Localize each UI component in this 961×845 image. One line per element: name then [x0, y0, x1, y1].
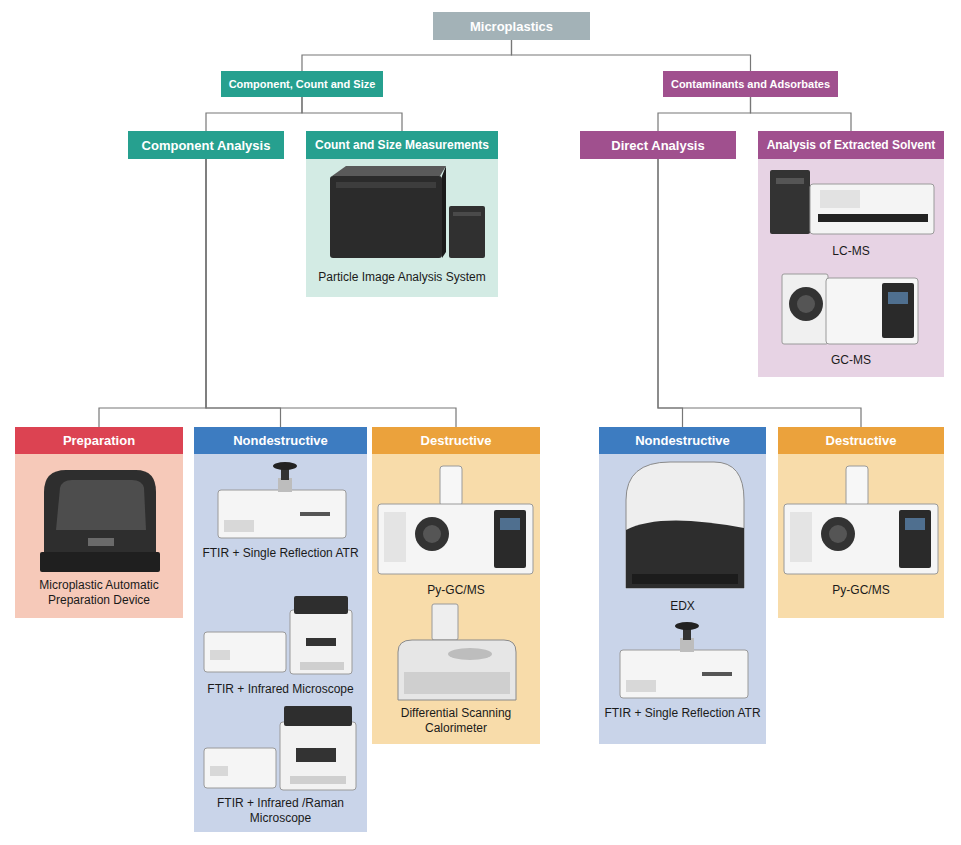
- instrument-name: LC-MS: [758, 244, 944, 259]
- panel-heading: Nondestructive: [599, 427, 766, 454]
- panel-heading: Analysis of Extracted Solvent: [758, 131, 944, 159]
- ftir-raman-microscope-illustration: [204, 706, 356, 790]
- instrument-name: FTIR + Infrared Microscope: [194, 682, 367, 697]
- instrument-name: Py-GC/MS: [778, 583, 944, 598]
- panel-heading: Destructive: [778, 427, 944, 454]
- ftir-atr-illustration: [218, 462, 346, 538]
- instrument-panel: DestructivePy-GC/MS Differential Scanning…: [372, 427, 540, 744]
- method-box: Component Analysis: [128, 131, 284, 159]
- ftir-ir-microscope-illustration: [204, 596, 352, 674]
- panel-heading: Nondestructive: [194, 427, 367, 454]
- tree-connector: [751, 97, 852, 131]
- method-box: Direct Analysis: [580, 131, 736, 159]
- edx-illustration: [626, 462, 744, 588]
- tree-connector: [512, 40, 751, 71]
- panel-heading: Preparation: [15, 427, 183, 454]
- box-label: Component, Count and Size: [229, 78, 376, 90]
- tree-connector: [658, 159, 683, 427]
- root-box: Microplastics: [433, 12, 590, 40]
- category-box: Component, Count and Size: [221, 71, 384, 97]
- tree-connector: [302, 40, 512, 71]
- lc-ms-illustration: [770, 170, 934, 234]
- tree-connector: [206, 97, 302, 131]
- particle-analyzer-illustration: [330, 166, 485, 258]
- instrument-name: Particle Image Analysis System: [306, 270, 498, 285]
- py-gc-ms-illustration: [378, 466, 533, 574]
- py-gc-ms-illustration: [784, 466, 938, 574]
- box-label: Microplastics: [470, 19, 553, 34]
- instrument-panel: Analysis of Extracted SolventLC-MS GC-MS: [758, 131, 944, 377]
- instrument-panel: PreparationMicroplastic Automatic Prepar…: [15, 427, 183, 618]
- instrument-name: FTIR + Single Reflection ATR: [599, 706, 766, 721]
- box-label: Direct Analysis: [611, 138, 704, 153]
- tree-connector: [99, 159, 206, 427]
- dsc-illustration: [398, 604, 516, 700]
- instrument-panel: Count and Size MeasurementsParticle Imag…: [306, 131, 498, 297]
- box-label: Component Analysis: [142, 138, 271, 153]
- panel-heading: Destructive: [372, 427, 540, 454]
- box-label: Contaminants and Adsorbates: [671, 78, 830, 90]
- instrument-name: GC-MS: [758, 353, 944, 368]
- category-box: Contaminants and Adsorbates: [663, 71, 838, 97]
- instrument-name: Differential Scanning Calorimeter: [372, 706, 540, 736]
- tree-connector: [658, 97, 751, 131]
- tree-connector: [302, 97, 402, 131]
- panel-heading: Count and Size Measurements: [306, 131, 498, 159]
- instrument-panel: DestructivePy-GC/MS: [778, 427, 944, 618]
- instrument-name: EDX: [599, 599, 766, 614]
- instrument-name: FTIR + Single Reflection ATR: [194, 546, 367, 561]
- ftir-atr-illustration: [620, 622, 748, 698]
- instrument-name: FTIR + Infrared /Raman Microscope: [194, 796, 367, 826]
- gc-ms-illustration: [782, 274, 918, 344]
- instrument-panel: NondestructiveFTIR + Single Reflection A…: [194, 427, 367, 832]
- tree-connector: [206, 159, 281, 427]
- instrument-panel: NondestructiveEDX FTIR + Single Reflectio…: [599, 427, 766, 744]
- instrument-name: Py-GC/MS: [372, 583, 540, 598]
- preparation-device-illustration: [40, 470, 160, 572]
- instrument-name: Microplastic Automatic Preparation Devic…: [15, 578, 183, 608]
